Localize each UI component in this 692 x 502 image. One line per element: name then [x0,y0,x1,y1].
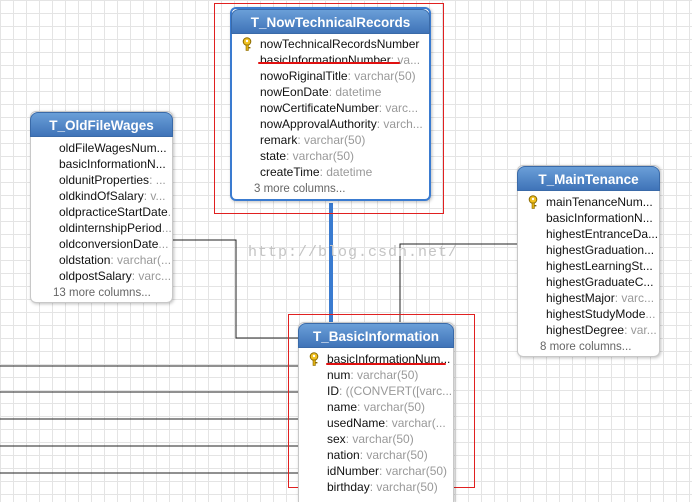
column-row[interactable]: ID: ((CONVERT([varc... [327,384,453,398]
column-row[interactable]: state: varchar(50) [260,149,355,163]
table-old-file-wages[interactable]: T_OldFileWages oldFileWagesNum... basicI… [30,111,173,303]
table-title[interactable]: T_BasicInformation [298,323,454,348]
primary-key-icon [309,352,319,366]
column-row[interactable]: usedName: varchar(... [327,416,446,430]
table-title[interactable]: T_OldFileWages [30,112,173,137]
column-row[interactable]: oldconversionDate... [59,237,169,251]
column-row[interactable]: highestDegree: var... [546,323,657,337]
column-row[interactable]: highestGraduateC... [546,275,654,289]
column-row[interactable]: nowoRiginalTitle: varchar(50) [260,69,416,83]
table-now-technical-records[interactable]: T_NowTechnicalRecords nowTechnicalRecord… [230,7,431,201]
column-row[interactable]: highestLearningSt... [546,259,653,273]
primary-key-icon [528,195,538,209]
column-row[interactable]: mainTenanceNum... [518,194,659,210]
column-row[interactable]: basicInformationNum... [299,351,453,367]
watermark-text: http://blog.csdn.net/ [248,244,459,261]
column-row[interactable]: highestEntranceDa... [546,227,659,241]
primary-key-icon [242,37,252,51]
column-row[interactable]: basicInformationN... [59,157,166,171]
more-columns-link[interactable]: 13 more columns... [53,287,151,299]
table-maintenance[interactable]: T_MainTenance mainTenanceNum... basicInf… [517,165,660,357]
column-row[interactable]: highestMajor: varc... [546,291,655,305]
column-row[interactable]: oldFileWagesNum... [59,141,167,155]
column-row[interactable]: createTime: datetime [260,165,373,179]
relation-oldfilewages-basic [172,239,298,339]
column-row[interactable]: oldpostSalary: varc... [59,269,172,283]
column-row[interactable]: oldunitProperties: ... [59,173,166,187]
column-row[interactable]: nowApprovalAuthority: varch... [260,117,423,131]
column-row[interactable]: sex: varchar(50) [327,432,414,446]
red-underline-annotation [258,62,400,64]
selection-frame-nowtech [214,3,444,214]
column-row[interactable]: basicInformationNumber: va... [260,53,421,67]
table-title[interactable]: T_NowTechnicalRecords [231,9,430,34]
column-row[interactable]: idNumber: varchar(50) [327,464,448,478]
column-row[interactable]: highestStudyMode... [546,307,656,321]
column-row[interactable]: num: varchar(50) [327,368,419,382]
more-columns-link[interactable]: 8 more columns... [540,341,632,353]
column-row[interactable]: nation: varchar(50) [327,448,428,462]
more-columns-link[interactable]: 3 more columns... [254,183,346,195]
column-row[interactable]: nowCertificateNumber: varc... [260,101,419,115]
column-row[interactable]: highestGraduation... [546,243,655,257]
relation-maintenance-basic [399,243,517,322]
column-row[interactable]: birthday: varchar(50) [327,480,438,494]
column-row[interactable]: oldpracticeStartDate... [59,205,172,219]
column-row[interactable]: oldinternshipPeriod... [59,221,172,235]
column-row[interactable]: remark: varchar(50) [260,133,366,147]
column-row[interactable]: nowTechnicalRecordsNumber [232,36,429,52]
column-row[interactable]: oldkindOfSalary: v... [59,189,166,203]
table-basic-information[interactable]: T_BasicInformation basicInformationNum..… [298,322,454,502]
column-row[interactable]: basicInformationN... [546,211,653,225]
column-row[interactable]: nowEonDate: datetime [260,85,382,99]
red-underline-annotation [326,363,446,365]
table-title[interactable]: T_MainTenance [517,166,660,191]
column-row[interactable]: name: varchar(50) [327,400,426,414]
column-row[interactable]: oldstation: varchar(... [59,253,172,267]
relationship-lines [0,203,517,474]
